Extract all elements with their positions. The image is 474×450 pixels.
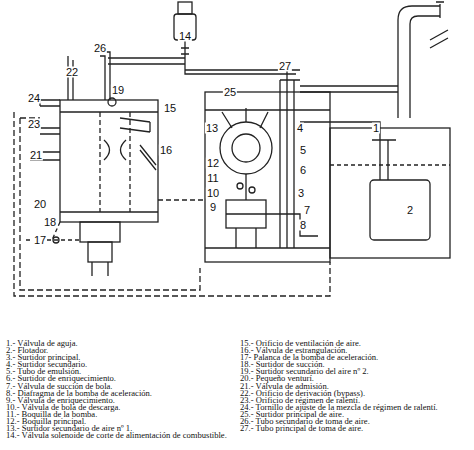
- legend-text: 18.- Surtidor de succión.: [240, 361, 472, 368]
- callout-number: 25: [223, 87, 237, 98]
- legend-text: 4.- Surtidor secundario.: [6, 361, 228, 368]
- legend-text: 6.- Surtidor de enriquecimiento.: [6, 375, 228, 382]
- legend-text: 19.- Surtidor secundario del aire nº 2.: [240, 368, 472, 375]
- legend-text: 7.- Válvula de succión de bola.: [6, 383, 228, 390]
- legend-text: 3.- Surtidor principal.: [6, 354, 228, 361]
- legend-text: 12.- Boquilla principal.: [6, 418, 228, 425]
- callout-number: 18: [43, 217, 57, 228]
- legend-text: 1.- Válvula de aguja.: [6, 340, 228, 347]
- callout-number: 6: [299, 165, 307, 176]
- legend-text: 9.- Válvula de enriquecimiento.: [6, 397, 228, 404]
- callout-number: 5: [299, 145, 307, 156]
- callout-number: 4: [296, 123, 304, 134]
- legend-text: 13.- Surtidor secundario de aire nº 1.: [6, 425, 228, 432]
- legend-text: 22.- Orificio de derivación (bypass).: [240, 390, 472, 397]
- legend-text: 25.- Surtidor principal de aire.: [240, 411, 472, 418]
- callout-number: 7: [303, 205, 311, 216]
- callout-number: 8: [299, 220, 307, 231]
- legend-text: 27.- Tubo principal de toma de aire.: [240, 425, 472, 432]
- callout-number: 12: [206, 158, 220, 169]
- callout-number: 2: [406, 205, 414, 216]
- callout-number: 21: [29, 150, 43, 161]
- legend-text: 5.- Tubo de emulsión.: [6, 368, 228, 375]
- legend-text: 2.- Flotador.: [6, 347, 228, 354]
- callout-number: 14: [178, 31, 192, 42]
- legend-text: 11.- Boquilla de la bomba.: [6, 411, 228, 418]
- callout-number: 3: [297, 188, 305, 199]
- callout-number: 24: [27, 93, 41, 104]
- legend-text: 26.- Tubo secundario de toma de aire.: [240, 418, 472, 425]
- legend-text: 23.- Orificio de régimen de ralentí.: [240, 397, 472, 404]
- callout-number: 17: [33, 235, 47, 246]
- legend-text: 10.- Válvula de bola de descarga.: [6, 404, 228, 411]
- callout-number: 13: [205, 123, 219, 134]
- callout-number: 26: [93, 43, 107, 54]
- legend-text: 21.- Válvula de admisión.: [240, 383, 472, 390]
- callout-number: 10: [206, 188, 220, 199]
- legend-text: 15.- Orificio de ventilación de aire.: [240, 340, 472, 347]
- callout-number: 22: [65, 67, 79, 78]
- legend-text: 14.- Válvula solenoide de corte de alime…: [6, 432, 228, 439]
- legend-text: 24.- Tornillo de ajuste de la mezcla de …: [240, 404, 472, 411]
- callout-number: 19: [111, 85, 125, 96]
- legend-text: 20.- Pequeño venturí.: [240, 375, 472, 382]
- callout-number: 20: [33, 199, 47, 210]
- callout-number: 9: [209, 202, 217, 213]
- legend-text: 8.- Diafragma de la bomba de aceleración…: [6, 390, 228, 397]
- callout-number: 1: [372, 123, 380, 134]
- callout-number: 15: [163, 103, 177, 114]
- callout-number: 11: [206, 173, 219, 184]
- callout-number: 23: [27, 119, 41, 130]
- legend-text: 17- Palanca de la bomba de aceleración.: [240, 354, 472, 361]
- callout-number: 16: [159, 145, 173, 156]
- legend-column: 15.- Orificio de ventilación de aire.16.…: [240, 340, 472, 432]
- callout-number: 27: [278, 61, 292, 72]
- legend-column: 1.- Válvula de aguja.2.- Flotador.3.- Su…: [6, 340, 228, 439]
- legend-text: 16.- Válvula de estrangulación.: [240, 347, 472, 354]
